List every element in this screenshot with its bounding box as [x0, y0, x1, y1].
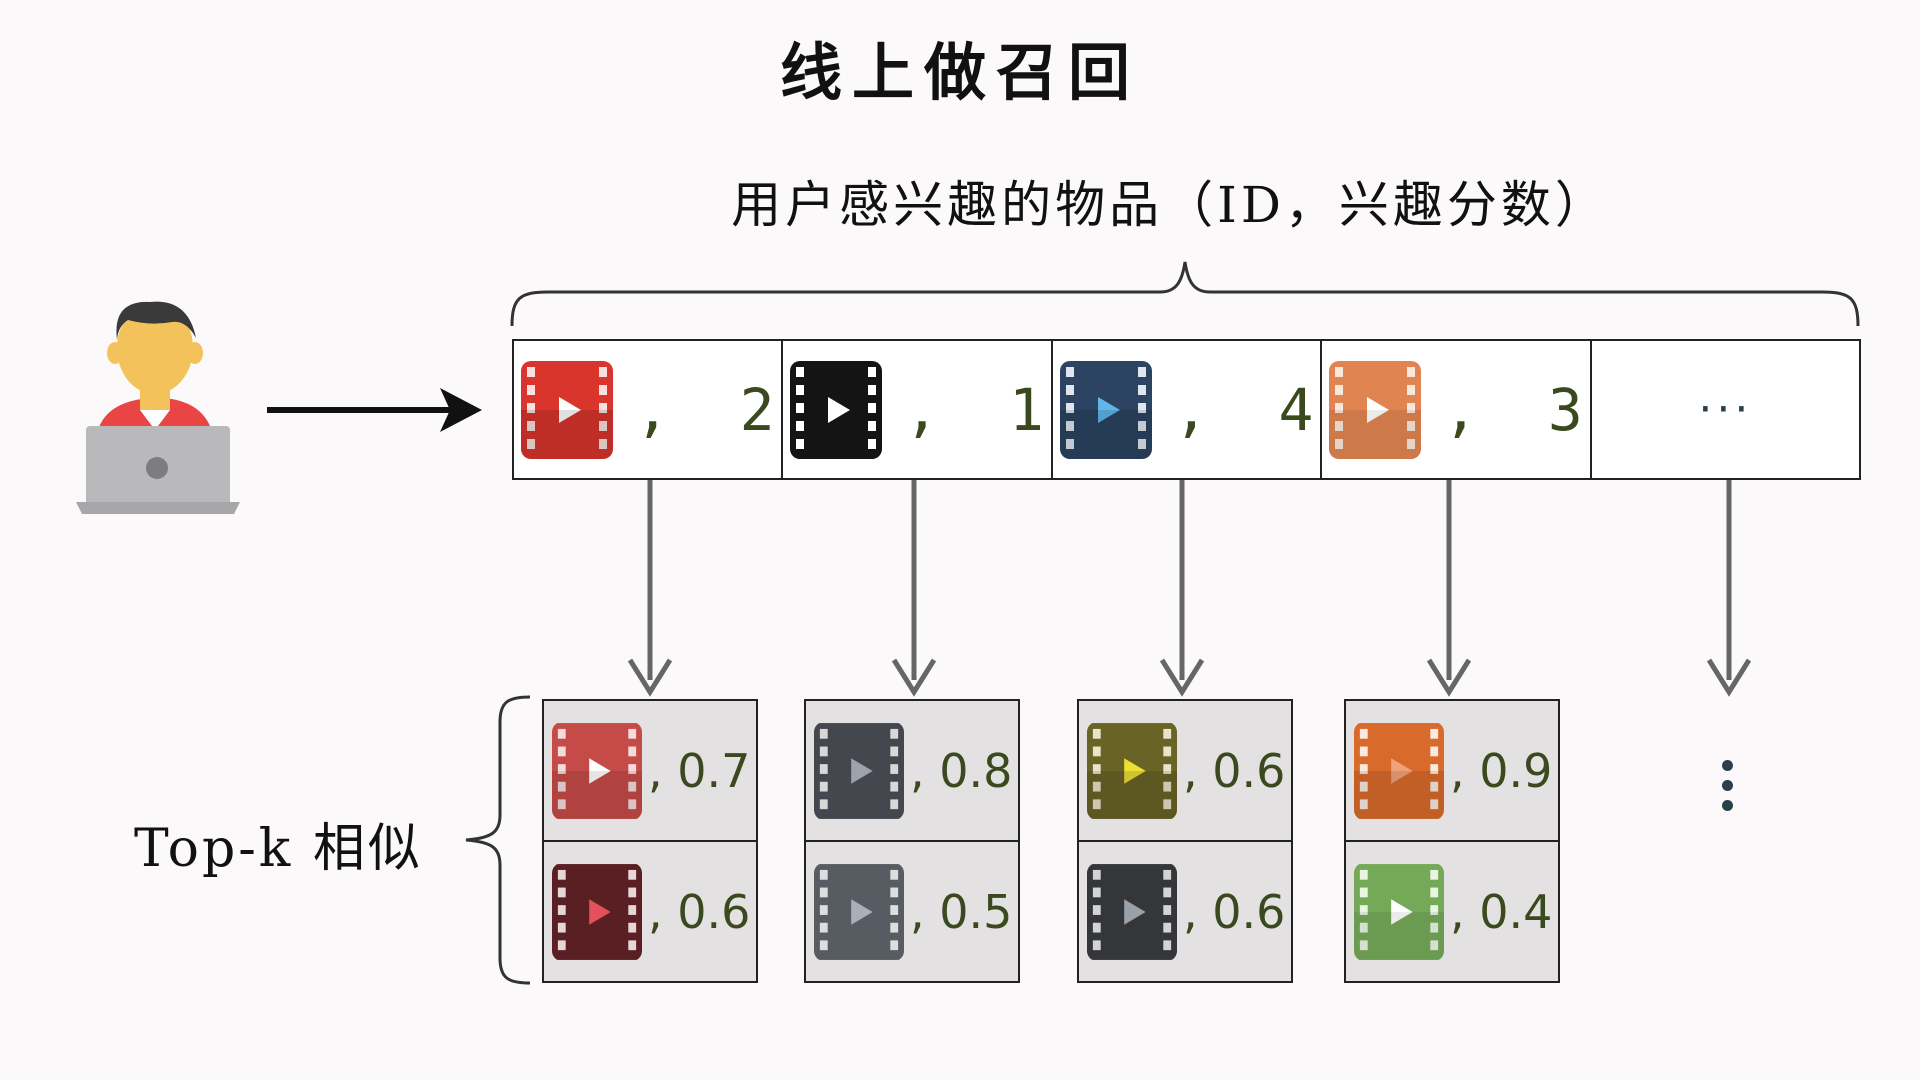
interest-item-more: ··· [1592, 341, 1859, 478]
topk-column: , 0.6 , 0.6 [1077, 699, 1293, 983]
down-arrow [1159, 480, 1205, 697]
video-icon [520, 360, 613, 459]
interest-score: , 4 [1173, 375, 1314, 444]
similarity-score: , 0.8 [910, 743, 1013, 798]
video-icon [1354, 722, 1444, 820]
topk-label: Top-k 相似 [134, 819, 423, 879]
more-ellipsis: ··· [1698, 384, 1753, 435]
down-arrow [627, 480, 673, 697]
topk-item: , 0.9 [1346, 701, 1558, 842]
topk-column: , 0.7 , 0.6 [542, 699, 758, 983]
similarity-score: , 0.6 [1183, 884, 1286, 939]
interest-score: , 1 [904, 375, 1044, 444]
user-to-list-arrow [267, 388, 482, 432]
topk-item: , 0.7 [544, 701, 756, 842]
topk-item: , 0.8 [806, 701, 1018, 842]
down-arrow [1426, 480, 1472, 697]
interest-item: , 4 [1053, 341, 1323, 478]
page-title: 线上做召回 [779, 36, 1140, 109]
topk-item: , 0.6 [544, 842, 756, 981]
similarity-score: , 0.6 [1183, 743, 1286, 798]
interest-item: , 2 [514, 341, 784, 478]
user-with-laptop-icon [76, 301, 240, 514]
interest-score: , 3 [1443, 375, 1583, 444]
interest-item: , 3 [1322, 341, 1592, 478]
interest-item: , 1 [783, 341, 1053, 478]
down-arrow [1706, 480, 1752, 697]
topk-item: , 0.4 [1346, 842, 1558, 981]
down-arrow [891, 480, 937, 697]
topk-item: , 0.6 [1079, 701, 1291, 842]
video-icon [1354, 863, 1444, 961]
video-icon [1329, 360, 1422, 459]
more-vertical-ellipsis [1722, 760, 1736, 811]
topk-column: , 0.8 , 0.5 [804, 699, 1020, 983]
topk-item: , 0.5 [806, 842, 1018, 981]
video-icon [790, 360, 883, 459]
video-icon [1087, 722, 1177, 820]
similarity-score: , 0.7 [648, 743, 751, 798]
video-icon [1059, 360, 1152, 459]
topk-brace [465, 695, 531, 985]
similarity-score: , 0.9 [1450, 743, 1553, 798]
similarity-score: , 0.4 [1450, 884, 1553, 939]
similarity-score: , 0.6 [648, 884, 751, 939]
interest-score: , 2 [634, 375, 775, 444]
video-icon [552, 722, 642, 820]
video-icon [552, 863, 642, 961]
topk-item: , 0.6 [1079, 842, 1291, 981]
topk-column: , 0.9 , 0.4 [1344, 699, 1560, 983]
top-brace [510, 261, 1860, 327]
video-icon [814, 722, 904, 820]
video-icon [814, 863, 904, 961]
interest-list-caption: 用户感兴趣的物品（ID，兴趣分数） [731, 176, 1609, 234]
video-icon [1087, 863, 1177, 961]
interest-items-row: , 2 , 1 , 4 [512, 339, 1861, 480]
similarity-score: , 0.5 [910, 884, 1013, 939]
